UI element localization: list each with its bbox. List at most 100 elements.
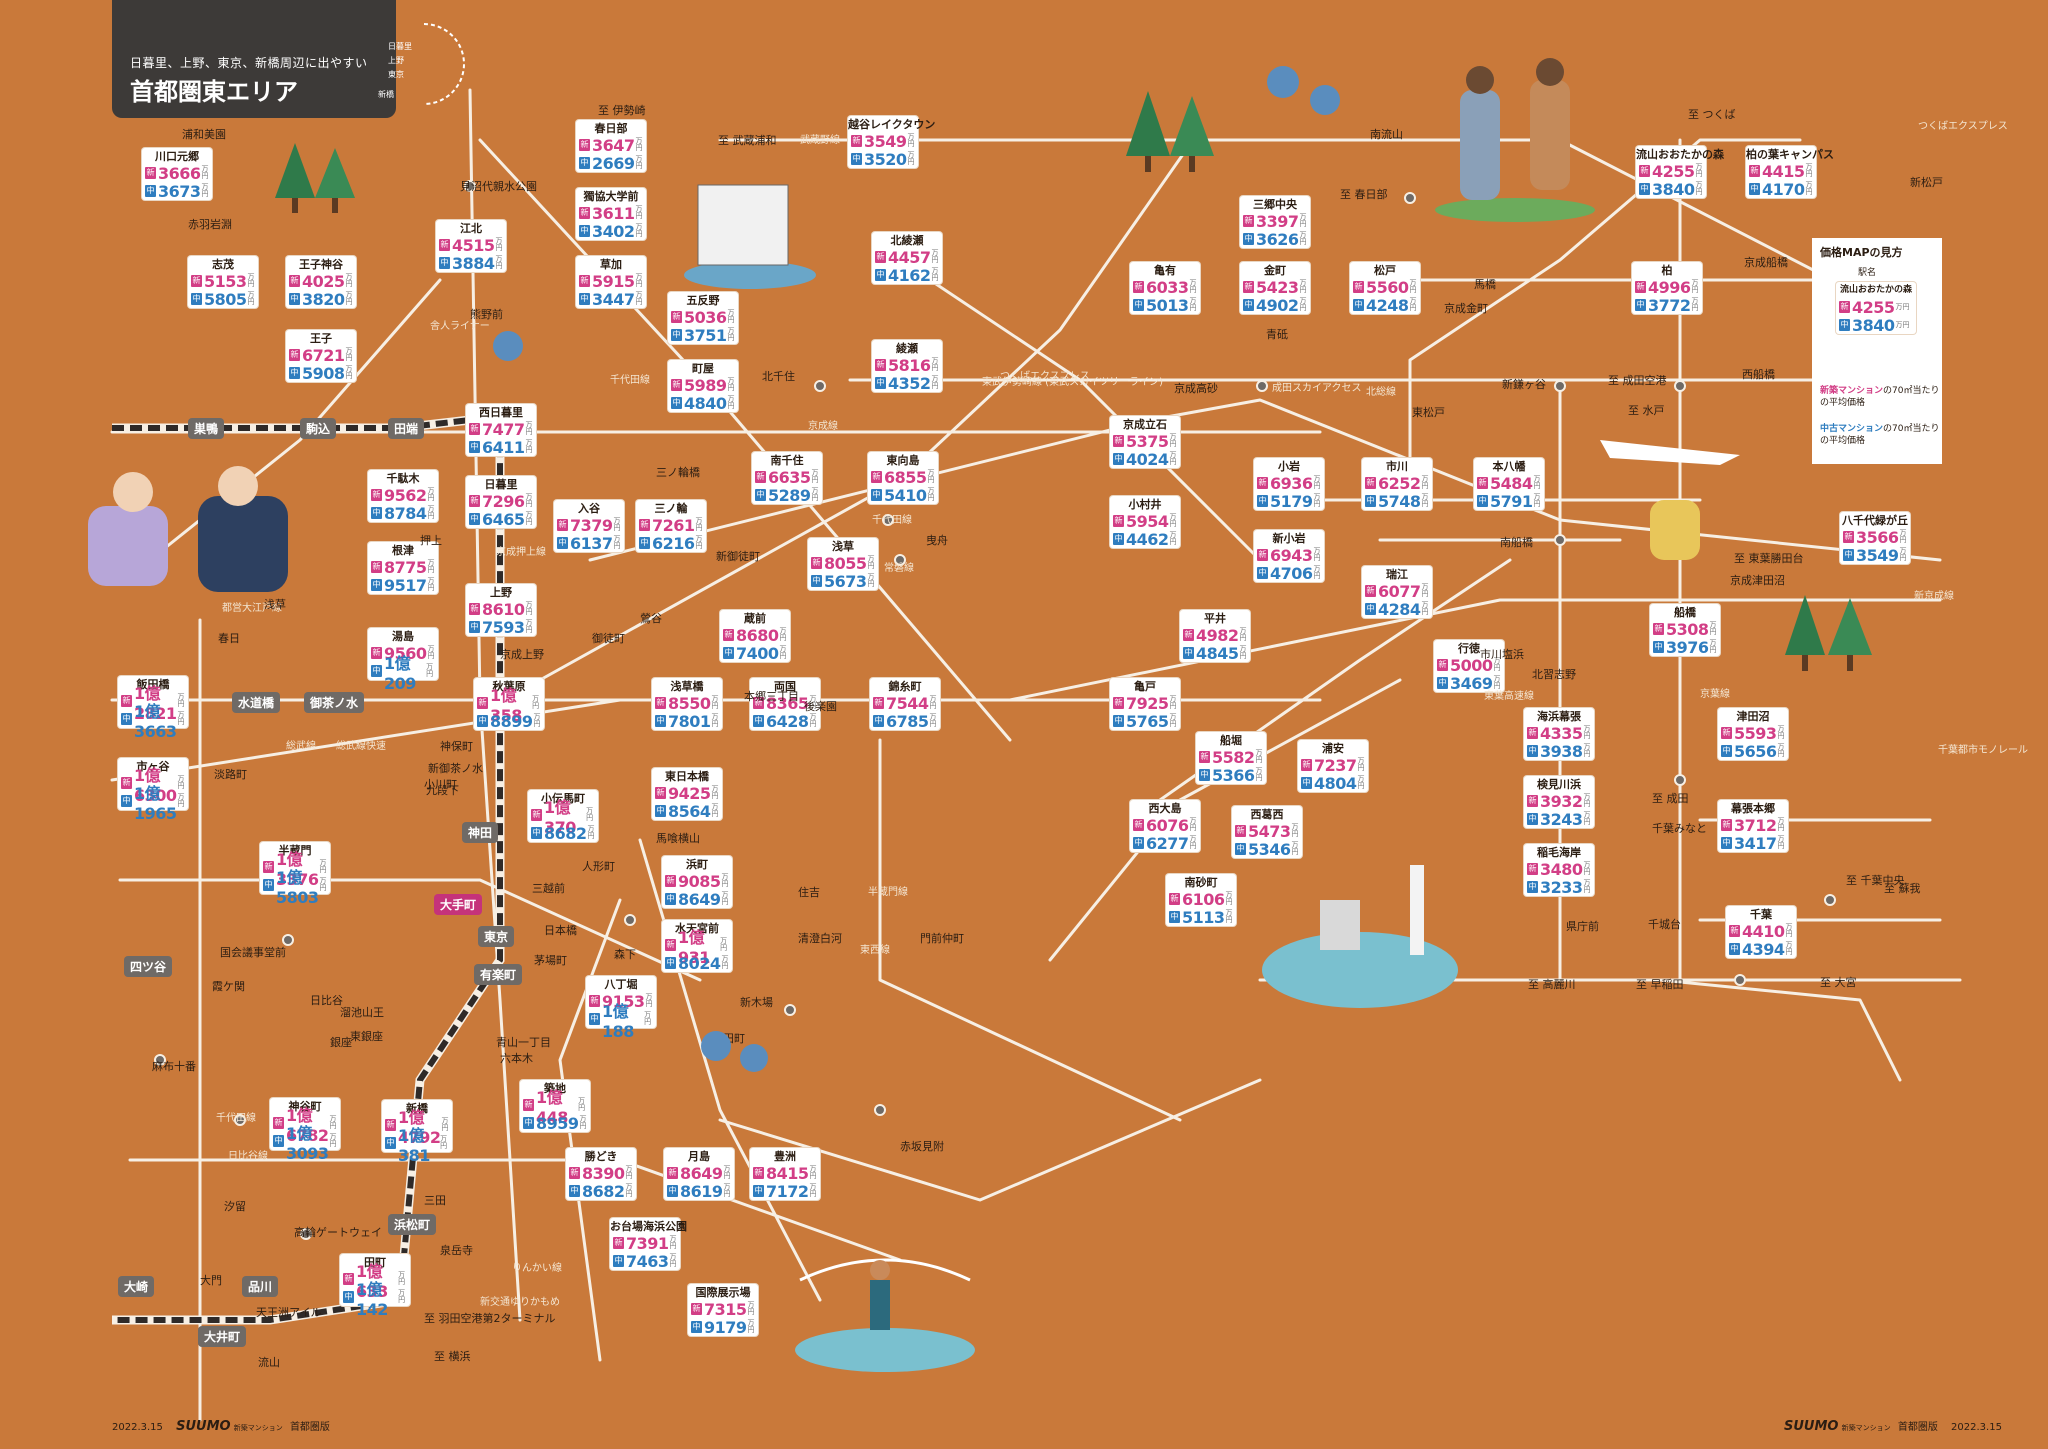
station-name: 亀戸 [1134, 680, 1156, 693]
station-label: 九段下 [426, 784, 459, 797]
new-price: 4996 [1648, 277, 1691, 297]
station-label: 至 東葉勝田台 [1734, 552, 1804, 565]
station-name: 亀有 [1154, 264, 1176, 277]
new-price: 6106 [1182, 889, 1225, 909]
used-tag-icon: 中 [121, 795, 132, 807]
used-tag-icon: 中 [273, 1135, 284, 1147]
price-unit: 万円 [635, 273, 643, 288]
station-label: 人形町 [582, 860, 615, 873]
used-price: 7593 [482, 617, 525, 637]
new-tag-icon: 新 [639, 519, 650, 531]
new-tag-icon: 新 [1527, 863, 1538, 875]
new-price: 5816 [888, 355, 931, 375]
used-price: 4162 [888, 265, 931, 285]
new-tag-icon: 新 [439, 239, 450, 251]
new-price: 1億6782 [286, 1105, 329, 1145]
used-tag-icon: 中 [371, 665, 382, 677]
new-tag-icon: 新 [671, 311, 682, 323]
station-name: 春日部 [594, 122, 628, 135]
price-unit: 万円 [1291, 841, 1299, 856]
price-unit: 万円 [1409, 279, 1417, 294]
station-name: 根津 [392, 544, 414, 557]
station-name: 越谷レイクタウン [848, 118, 936, 131]
price-unit: 万円 [1695, 181, 1703, 196]
station-name: 浦安 [1322, 742, 1344, 755]
used-tag-icon: 中 [1243, 233, 1254, 245]
price-unit: 万円 [427, 559, 435, 574]
used-tag-icon: 中 [569, 1185, 580, 1197]
station-name: 南千住 [770, 454, 804, 467]
new-price: 1億370 [544, 797, 576, 837]
new-price: 1億358 [490, 685, 522, 725]
legend-sample-used: 3840 [1852, 315, 1895, 335]
used-price: 3233 [1540, 877, 1583, 897]
price-unit: 万円 [177, 775, 185, 790]
footer-brand: SUUMO [176, 1419, 231, 1434]
station-name: 築地 [544, 1082, 566, 1095]
used-tag-icon: 中 [469, 513, 480, 525]
used-price: 4170 [1762, 179, 1805, 199]
used-price: 3447 [592, 289, 635, 309]
used-tag-icon: 中 [371, 579, 382, 591]
station-name: 新橋 [406, 1102, 428, 1115]
station-name: 柏の葉キャンパス [1746, 148, 1834, 161]
used-price: 7400 [736, 643, 779, 663]
station-label: 新松戸 [1910, 176, 1943, 189]
used-tag-icon: 中 [579, 157, 590, 169]
price-unit: 万円 [644, 1011, 652, 1026]
station-label: 門前仲町 [920, 932, 964, 945]
station-label: 天王洲アイル [256, 1306, 322, 1319]
price-unit: 万円 [177, 793, 185, 808]
footer-left: 2022.3.15 SUUMO 新築マンション 首都圏版 [112, 1418, 330, 1434]
station-label: 汐留 [224, 1200, 246, 1213]
price-unit: 万円 [809, 695, 817, 710]
used-price: 1億1965 [134, 783, 177, 823]
price-unit: 万円 [1533, 475, 1541, 490]
price-unit: 万円 [1777, 835, 1785, 850]
price-unit: 万円 [177, 693, 185, 708]
line-label: 都営大江戸線 [222, 603, 282, 614]
price-unit: 万円 [927, 469, 935, 484]
flower-illustration [1267, 66, 1340, 115]
new-price: 4982 [1196, 625, 1239, 645]
used-price: 1億3093 [286, 1123, 329, 1163]
new-tag-icon: 新 [667, 1167, 678, 1179]
flower-illustration [701, 1031, 768, 1072]
new-price: 3712 [1734, 815, 1777, 835]
new-price: 8680 [736, 625, 779, 645]
station-name: 浅草橋 [670, 680, 704, 693]
hub-station: 神田 [462, 822, 499, 843]
new-tag-icon: 新 [1353, 281, 1364, 293]
price-unit: 万円 [586, 807, 594, 822]
new-price: 3549 [864, 131, 907, 151]
station-name: 西日暮里 [479, 406, 523, 419]
used-tag-icon: 中 [1301, 777, 1312, 789]
